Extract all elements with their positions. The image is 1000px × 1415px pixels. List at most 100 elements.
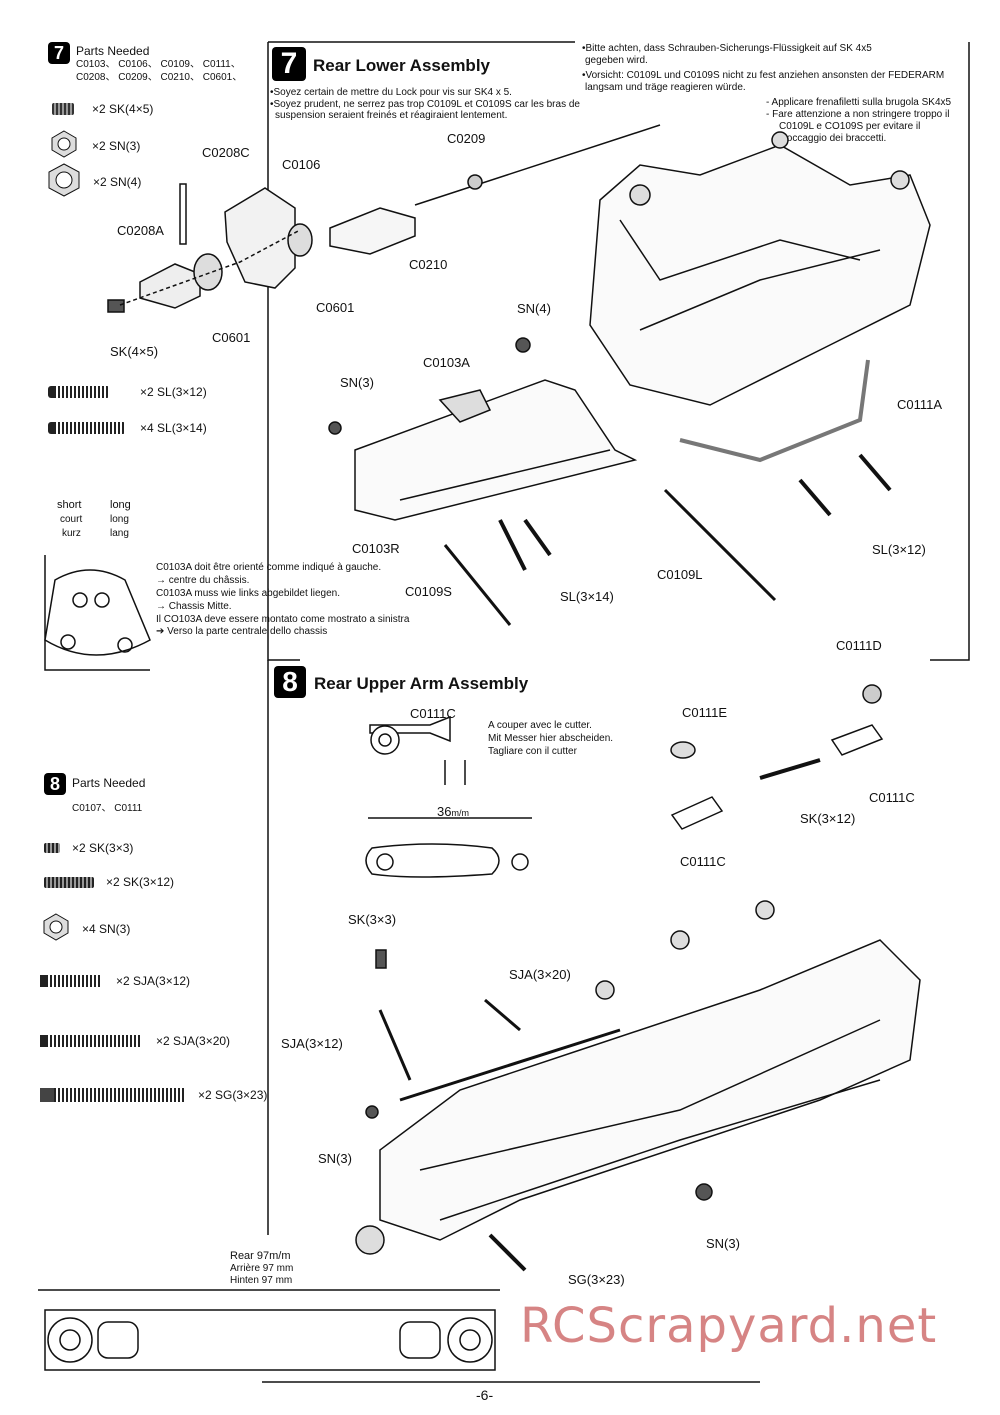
cut-note-2: Mit Messer hier abscheiden. (488, 733, 614, 744)
label-c0103a: C0103A (423, 355, 470, 370)
step7-it-note-1: - Applicare frenafiletti sulla brugola S… (766, 97, 952, 108)
hex-nut-icon (42, 913, 70, 944)
set-screw-icon (44, 843, 60, 853)
label-c0111e: C0111E (682, 705, 728, 720)
label-c0209: C0209 (447, 131, 486, 146)
label-sg3x23: SG(3×23) (568, 1272, 625, 1287)
parts-item-label: ×4 SN(3) (82, 921, 131, 936)
step7-it-note-2: - Fare attenzione a non stringere troppo… (766, 109, 950, 120)
orient-long-fr: long (110, 514, 129, 525)
step7-parts-title: Parts Needed (76, 44, 150, 58)
step7-fr-note-1: •Soyez certain de mettre du Lock pour vi… (270, 87, 512, 98)
label-c0111c: C0111C (869, 790, 915, 805)
parts-item: ×4 SL(3×14) (48, 421, 207, 435)
orient-note-6: ➔ Verso la parte centrale dello chassis (156, 626, 328, 637)
label-c0111d: C0111D (836, 638, 882, 653)
parts-item-label: ×2 SK(3×3) (72, 841, 134, 855)
orient-court: court (60, 514, 83, 525)
parts-item-label: ×2 SL(3×12) (140, 385, 207, 399)
step7-fr-note-2: •Soyez prudent, ne serrez pas trop C0109… (270, 99, 580, 110)
orient-long: long (110, 499, 131, 511)
rear-dimension-de: Hinten 97 mm (230, 1275, 293, 1286)
label-c0111a: C0111A (897, 397, 943, 412)
label-c0601: C0601 (316, 300, 355, 315)
flat-screw-icon (40, 975, 102, 987)
step7-de-note-2: gegeben wird. (585, 55, 648, 66)
label-sk3x3: SK(3×3) (348, 912, 397, 927)
label-sl3x12: SL(3×12) (872, 542, 926, 557)
tapping-screw-icon (48, 386, 110, 398)
label-sl3x14: SL(3×14) (560, 589, 614, 604)
parts-item: ×4 SN(3) (42, 913, 130, 944)
cap-screw-icon (40, 1088, 184, 1102)
parts-item: ×2 SG(3×23) (40, 1088, 267, 1102)
label-c0109s: C0109S (405, 584, 452, 599)
step7-de-note-1: •Bitte achten, dass Schrauben-Sicherungs… (582, 43, 872, 54)
parts-item: ×2 SN(4) (47, 163, 141, 200)
step8-title: Rear Upper Arm Assembly (314, 674, 529, 693)
tapping-screw-icon (48, 422, 126, 434)
cut-note-3: Tagliare con il cutter (488, 746, 577, 757)
label-sn3: SN(3) (318, 1151, 352, 1166)
parts-item: ×2 SK(4×5) (52, 102, 153, 116)
label-c0111c-cut: C0111C (410, 706, 456, 721)
parts-item: ×2 SN(3) (50, 130, 140, 161)
step7-badge: 7 (272, 47, 306, 81)
label-c0210: C0210 (409, 257, 448, 272)
orient-note-5: Il CO103A deve essere montato come mostr… (156, 614, 410, 625)
orient-note-2: → centre du châssis. (156, 575, 250, 586)
hex-nut-icon (50, 130, 78, 161)
parts-item-label: ×2 SG(3×23) (198, 1088, 268, 1102)
label-c0208c: C0208C (202, 145, 250, 160)
parts-item-label: ×4 SL(3×14) (140, 421, 207, 435)
parts-item: ×2 SK(3×12) (44, 875, 174, 889)
parts-item: ×2 SJA(3×12) (40, 974, 190, 988)
label-sja3x20: SJA(3×20) (509, 967, 571, 982)
parts-item: ×2 SK(3×3) (44, 841, 133, 855)
orient-note-4: → Chassis Mitte. (156, 601, 232, 612)
label-sn4: SN(4) (517, 301, 551, 316)
step7-it-note-4: bloccaggio dei braccetti. (779, 133, 887, 144)
step7-parts-badge: 7 (48, 42, 70, 64)
label-c0106: C0106 (282, 157, 321, 172)
flat-screw-icon (40, 1035, 142, 1047)
step8-parts-codes: C0107、 C0111 (72, 803, 143, 814)
label-c0111c: C0111C (680, 854, 726, 869)
step7-it-note-3: C0109L e CO109S per evitare il (779, 121, 921, 132)
parts-item-label: ×2 SN(4) (93, 174, 142, 189)
label-c0208a: C0208A (117, 223, 164, 238)
orient-short: short (57, 499, 82, 511)
step7-parts-codes-1: C0103、 C0106、 C0109、 C0111、 (76, 59, 241, 70)
parts-item: ×2 SJA(3×20) (40, 1034, 230, 1048)
parts-item: ×2 SL(3×12) (48, 385, 207, 399)
rear-dimension: Rear 97m/m (230, 1250, 291, 1262)
step7-de-note-3: •Vorsicht: C0109L und C0109S nicht zu fe… (582, 70, 945, 81)
label-c0601: C0601 (212, 330, 251, 345)
label-sja3x12: SJA(3×12) (281, 1036, 343, 1051)
page-number: -6- (476, 1387, 494, 1403)
step8-parts-title: Parts Needed (72, 776, 146, 790)
label-sn3: SN(3) (706, 1236, 740, 1251)
orient-lang: lang (110, 528, 129, 539)
parts-item-label: ×2 SJA(3×12) (116, 974, 191, 988)
orient-kurz: kurz (62, 528, 81, 539)
rear-dimension-fr: Arrière 97 mm (230, 1263, 294, 1274)
label-c0103r: C0103R (352, 541, 400, 556)
step7-title: Rear Lower Assembly (313, 56, 490, 75)
parts-item-label: ×2 SJA(3×20) (156, 1034, 231, 1048)
label-sn3: SN(3) (340, 375, 374, 390)
parts-item-label: ×2 SN(3) (92, 138, 141, 153)
label-sk4x5: SK(4×5) (110, 344, 159, 359)
set-screw-icon (52, 103, 74, 115)
step7-de-note-4: langsam und träge reagieren würde. (585, 82, 746, 93)
step7-parts-codes-2: C0208、 C0209、 C0210、 C0601、 (76, 72, 243, 83)
step7-fr-note-3: suspension seraient freinés et réagiraie… (275, 110, 508, 121)
parts-item-label: ×2 SK(3×12) (106, 875, 175, 889)
set-screw-icon (44, 876, 94, 888)
orient-note-3: C0103A muss wie links abgebildet liegen. (156, 588, 340, 599)
cut-note-1: A couper avec le cutter. (488, 720, 592, 731)
step8-parts-badge: 8 (44, 773, 66, 795)
parts-item-label: ×2 SK(4×5) (92, 102, 154, 116)
step8-badge: 8 (274, 666, 306, 698)
